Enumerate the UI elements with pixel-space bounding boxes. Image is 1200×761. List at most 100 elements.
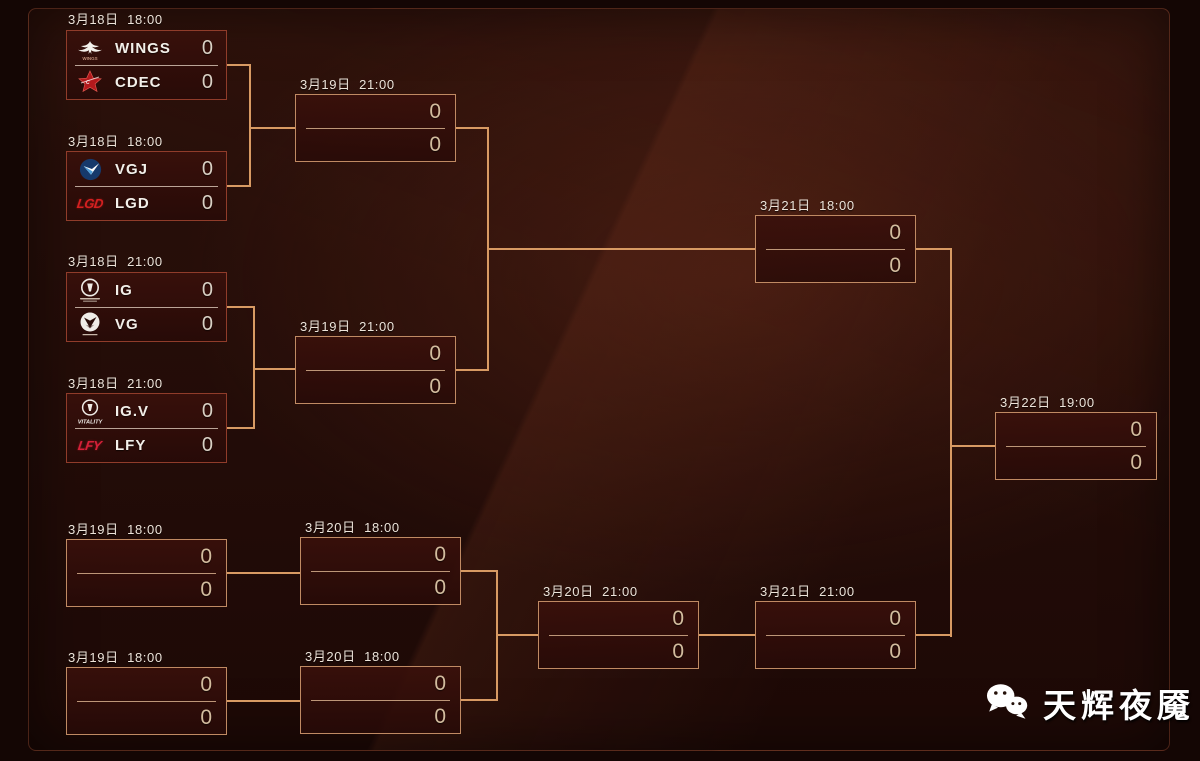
match-date: 3月22日 19:00	[1000, 395, 1095, 410]
bracket-connector	[950, 445, 995, 447]
match-box-lb-final: 0 0	[755, 601, 916, 669]
slot-row: 0	[67, 701, 226, 734]
slot-score: 0	[672, 607, 684, 630]
team-row-igv: VITALITY IG.V 0	[67, 394, 226, 429]
team-name: VGJ	[115, 160, 149, 178]
team-name: CDEC	[115, 73, 162, 91]
match-box-ub-r2-2: 0 0	[295, 336, 456, 404]
slot-row: 0	[301, 571, 460, 604]
slot-row: 0	[296, 128, 455, 161]
team-row-ig: IG 0	[67, 273, 226, 308]
wechat-account-name: 天辉夜魇	[1043, 687, 1195, 724]
slot-score: 0	[200, 578, 212, 601]
bracket-connector	[461, 699, 498, 701]
slot-score: 0	[434, 543, 446, 566]
igv-vitality-logo-icon: VITALITY	[75, 396, 105, 426]
match-date: 3月19日 21:00	[300, 319, 395, 334]
bracket-connector	[456, 369, 489, 371]
match-box-vgj-lgd: VGJ 0 LGD LGD 0	[66, 151, 227, 221]
bracket-connector	[253, 368, 295, 370]
cdec-star-logo-icon: C	[75, 67, 105, 97]
match-box-grand-final: 0 0	[995, 412, 1157, 480]
slot-score: 0	[200, 706, 212, 729]
slot-score: 0	[672, 640, 684, 663]
slot-row: 0	[756, 249, 915, 282]
match-box-ig-vg: IG 0 VG 0	[66, 272, 227, 342]
row-divider	[77, 573, 216, 574]
bracket-connector	[456, 127, 489, 129]
team-row-wings: WINGS WINGS 0	[67, 31, 226, 66]
vg-circle-logo-icon	[75, 309, 105, 339]
match-box-lb-r3: 0 0	[538, 601, 699, 669]
match-box-ub-r2-1: 0 0	[295, 94, 456, 162]
slot-row: 0	[296, 370, 455, 403]
match-date: 3月18日 21:00	[68, 376, 163, 391]
slot-score: 0	[889, 254, 901, 277]
team-score: 0	[201, 192, 213, 214]
team-name: LFY	[115, 436, 147, 454]
bracket-connector	[227, 64, 251, 66]
svg-text:WINGS: WINGS	[82, 56, 97, 61]
match-date: 3月21日 18:00	[760, 198, 855, 213]
match-box-lb-r2-2: 0 0	[300, 666, 461, 734]
row-divider	[766, 249, 905, 250]
match-box-lb-r1-2: 0 0	[66, 667, 227, 735]
bracket-connector	[227, 306, 255, 308]
lgd-wordmark-logo-icon: LGD	[75, 195, 105, 211]
team-score: 0	[201, 279, 213, 301]
row-divider	[77, 701, 216, 702]
team-row-vg: VG 0	[67, 307, 226, 341]
bracket-connector	[227, 427, 255, 429]
slot-row: 0	[996, 413, 1156, 447]
match-box-igv-lfy: VITALITY IG.V 0 LFY LFY 0	[66, 393, 227, 463]
bracket-connector	[699, 634, 755, 636]
team-row-cdec: C CDEC 0	[67, 65, 226, 99]
row-divider	[75, 307, 218, 308]
team-score: 0	[201, 400, 213, 422]
match-box-wings-cdec: WINGS WINGS 0 C CDEC 0	[66, 30, 227, 100]
bracket-connector	[950, 248, 952, 637]
match-date: 3月19日 18:00	[68, 650, 163, 665]
team-score: 0	[201, 313, 213, 335]
match-date: 3月20日 18:00	[305, 520, 400, 535]
slot-row: 0	[539, 635, 698, 668]
slot-row: 0	[296, 95, 455, 129]
slot-score: 0	[434, 576, 446, 599]
slot-row: 0	[67, 540, 226, 574]
slot-score: 0	[200, 545, 212, 568]
slot-row: 0	[756, 216, 915, 250]
team-name: IG	[115, 281, 133, 299]
slot-score: 0	[429, 342, 441, 365]
bracket-connector	[489, 248, 755, 250]
bracket-connector	[461, 570, 498, 572]
slot-score: 0	[889, 640, 901, 663]
slot-score: 0	[200, 673, 212, 696]
match-date: 3月19日 21:00	[300, 77, 395, 92]
bracket-connector	[496, 634, 538, 636]
slot-score: 0	[1130, 451, 1142, 474]
slot-score: 0	[1130, 418, 1142, 441]
team-score: 0	[201, 71, 213, 93]
team-score: 0	[201, 37, 213, 59]
row-divider	[306, 370, 445, 371]
team-score: 0	[201, 434, 213, 456]
slot-score: 0	[429, 133, 441, 156]
team-name: WINGS	[115, 39, 171, 57]
wechat-watermark: 天辉夜魇	[983, 679, 1195, 727]
team-name: IG.V	[115, 402, 150, 420]
bracket-connector	[249, 127, 295, 129]
team-row-lfy: LFY LFY 0	[67, 428, 226, 462]
slot-row: 0	[996, 446, 1156, 479]
bracket-connector	[227, 185, 251, 187]
row-divider	[549, 635, 688, 636]
slot-score: 0	[429, 375, 441, 398]
lfy-wordmark-logo-icon: LFY	[77, 437, 103, 453]
slot-score: 0	[429, 100, 441, 123]
match-date: 3月21日 21:00	[760, 584, 855, 599]
row-divider	[75, 428, 218, 429]
match-date: 3月18日 21:00	[68, 254, 163, 269]
bracket-connector	[227, 700, 300, 702]
ig-circle-logo-icon	[75, 275, 105, 305]
bracket-connector	[916, 248, 952, 250]
